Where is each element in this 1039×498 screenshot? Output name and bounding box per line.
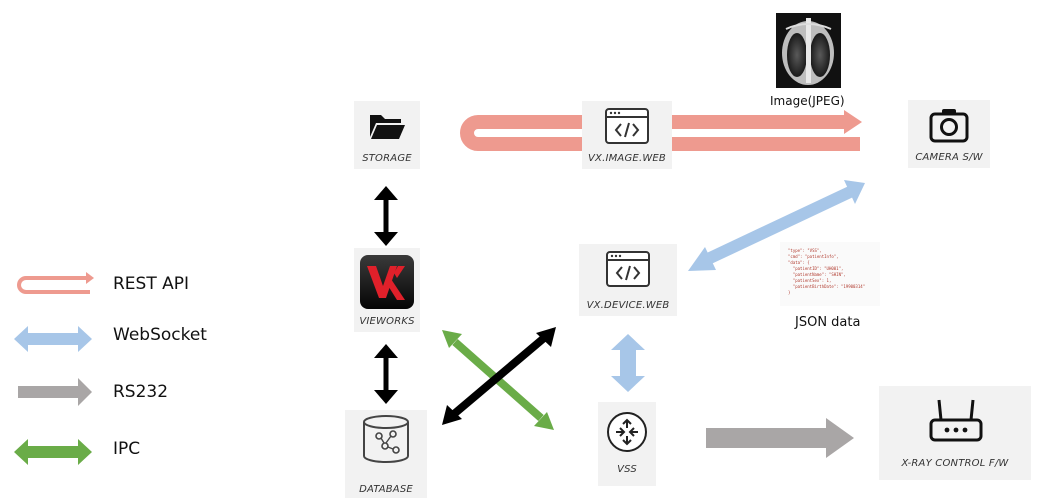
- storage-node[interactable]: STORAGE: [354, 101, 420, 169]
- json-line: "patientBirthDate": "19900314": [788, 284, 866, 289]
- camera-sw-node[interactable]: CAMERA S/W: [908, 100, 990, 168]
- websocket-camera-device-arrow: [688, 180, 865, 271]
- legend-ipc-arrow: [14, 439, 92, 465]
- code-window-icon: [606, 251, 650, 287]
- xray-control-fw-node[interactable]: X-RAY CONTROL F/W: [879, 386, 1031, 480]
- database-icon: [363, 415, 409, 463]
- vieworks-logo: [360, 255, 414, 309]
- vieworks-label: VIEWORKS: [359, 316, 415, 327]
- json-data-snippet: "type": "VSS", "cmd": "patientInfo", "da…: [780, 242, 880, 306]
- vss-label: VSS: [617, 464, 637, 475]
- xray-control-fw-label: X-RAY CONTROL F/W: [901, 458, 1009, 469]
- code-window-icon: [605, 108, 649, 144]
- database-device-arrow: [442, 327, 556, 425]
- json-line: "cmd": "patientInfo",: [788, 254, 839, 259]
- legend-websocket-arrow: [14, 326, 92, 352]
- legend-ipc-label: IPC: [113, 439, 141, 459]
- image-caption: Image(JPEG): [770, 94, 845, 108]
- camera-sw-label: CAMERA S/W: [915, 152, 983, 163]
- legend-rest-arrow: [17, 272, 94, 294]
- vieworks-database-arrow: [374, 344, 398, 404]
- vx-device-web-label: VX.DEVICE.WEB: [586, 300, 670, 311]
- rest-api-arrow: [460, 110, 862, 151]
- camera-icon: [929, 109, 969, 143]
- folder-icon: [370, 115, 405, 139]
- json-line: "patientSex": 1,: [788, 278, 832, 283]
- websocket-device-vss-arrow: [611, 334, 645, 392]
- json-line: "data": {: [788, 260, 810, 265]
- vx-device-web-node[interactable]: VX.DEVICE.WEB: [579, 244, 677, 316]
- vss-node[interactable]: VSS: [598, 402, 656, 486]
- legend-rs232-arrow: [18, 378, 92, 406]
- json-line: }: [788, 290, 791, 295]
- database-label: DATABASE: [359, 484, 413, 495]
- json-line: "patientName": "SHIN",: [788, 272, 846, 277]
- json-line: "patientID": "UH001",: [788, 266, 844, 271]
- xray-image-thumbnail: [776, 13, 841, 88]
- database-node[interactable]: DATABASE: [345, 410, 427, 498]
- vx-image-web-label: VX.IMAGE.WEB: [587, 153, 666, 164]
- legend-rest-label: REST API: [113, 274, 190, 294]
- vx-image-web-node[interactable]: VX.IMAGE.WEB: [582, 101, 672, 169]
- storage-label: STORAGE: [362, 153, 412, 164]
- router-icon: [607, 412, 647, 452]
- router-antenna-icon: [929, 399, 983, 442]
- legend-rs232-label: RS232: [113, 382, 169, 402]
- legend-websocket-label: WebSocket: [113, 325, 207, 345]
- rs232-arrow: [706, 418, 854, 458]
- vieworks-node[interactable]: VIEWORKS: [354, 248, 420, 332]
- storage-vieworks-arrow: [374, 186, 398, 246]
- json-line: "type": "VSS",: [788, 248, 822, 253]
- json-caption: JSON data: [795, 315, 861, 330]
